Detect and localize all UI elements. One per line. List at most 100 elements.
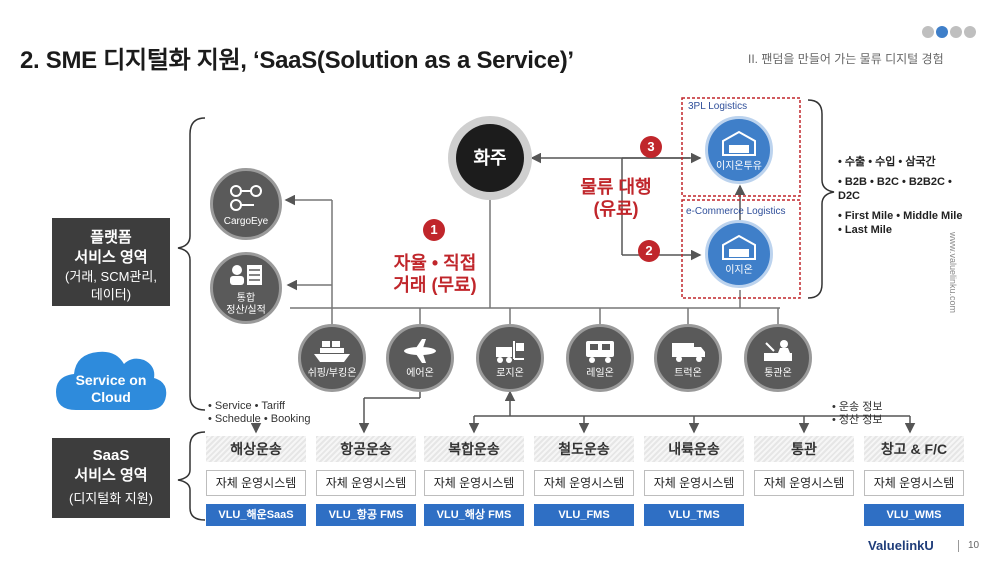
saas-subtitle: 서비스 영역 [74, 467, 148, 484]
service-system: 자체 운영시스템 [206, 470, 306, 496]
indicator-dot-active [936, 26, 948, 38]
settlement-tool[interactable]: 통합 정산/실적 [210, 252, 282, 324]
service-product[interactable]: VLU_해상 FMS [424, 504, 524, 526]
service-system: 자체 운영시스템 [534, 470, 634, 496]
ecommerce-service-node[interactable]: 이지온 [705, 220, 773, 288]
service-name: 통관 [754, 436, 854, 462]
service-system: 자체 운영시스템 [644, 470, 744, 496]
tpl-label: 3PL Logistics [688, 101, 748, 112]
platform-shipping[interactable]: 쉬핑/부킹온 [298, 324, 366, 392]
indicator-dot [922, 26, 934, 38]
page-title: 2. SME 디지털화 지원, ‘SaaS(Solution as a Serv… [20, 47, 574, 74]
platform-air[interactable]: 에어온 [386, 324, 454, 392]
bullet-trade: • 수출 • 수입 • 삼국간 [838, 156, 936, 168]
service-product[interactable]: VLU_해운SaaS [206, 504, 306, 526]
bullet-mile: • First Mile • Middle Mile • Last Mile [838, 210, 963, 236]
cargoeye-tool[interactable]: CargoEye [210, 168, 282, 240]
platform-label: 로지온 [496, 368, 524, 379]
service-product[interactable]: VLU_WMS [864, 504, 964, 526]
platform-label: 트럭온 [674, 368, 702, 379]
page-number: 10 [968, 540, 980, 551]
airplane-icon [404, 339, 436, 363]
service-column: 항공운송 자체 운영시스템 VLU_항공 FMS [316, 436, 416, 526]
service-column: 철도운송 자체 운영시스템 VLU_FMS [534, 436, 634, 526]
customs-icon [764, 340, 792, 361]
indicator-dot [964, 26, 976, 38]
service-name: 내륙운송 [644, 436, 744, 462]
note-service-tariff: • Service • Tariff [208, 400, 285, 412]
platform-label: 통관온 [764, 368, 792, 379]
ship-icon [314, 341, 350, 362]
ecommerce-service-label: 이지온 [725, 265, 753, 276]
service-column: 해상운송 자체 운영시스템 VLU_해운SaaS [206, 436, 306, 526]
train-icon [586, 341, 614, 363]
platform-label: 레일온 [586, 368, 614, 379]
cloud-label-line2: Cloud [91, 389, 131, 405]
link-icon [230, 185, 262, 211]
platform-subtitle: 서비스 영역 [74, 249, 148, 266]
free-trade-line2: 거래 (무료) [393, 275, 477, 295]
note-settlement-info: • 정산 정보 [832, 414, 883, 426]
platform-label: 에어온 [406, 368, 434, 379]
settlement-label-1: 통합 [236, 293, 256, 304]
platform-desc: (거래, SCM관리, [65, 269, 157, 284]
paid-logistics-label: 물류 대행 (유료) [566, 176, 666, 220]
service-column: 내륙운송 자체 운영시스템 VLU_TMS [644, 436, 744, 526]
platform-logistics[interactable]: 로지온 [476, 324, 544, 392]
platform-desc-2: 데이터) [90, 287, 132, 302]
service-product[interactable]: VLU_TMS [644, 504, 744, 526]
free-trade-line1: 자율 • 직접 [393, 253, 477, 273]
free-trade-label: 자율 • 직접 거래 (무료) [380, 252, 490, 296]
service-system: 자체 운영시스템 [424, 470, 524, 496]
service-name: 철도운송 [534, 436, 634, 462]
indicator-dot [950, 26, 962, 38]
platform-rail[interactable]: 레일온 [566, 324, 634, 392]
trade-type-list: • 수출 • 수입 • 삼국간 • B2B • B2C • B2B2C • D2… [838, 155, 968, 243]
service-on-cloud: Service on Cloud [52, 372, 170, 406]
settlement-label-2: 정산/실적 [226, 305, 266, 316]
service-system: 자체 운영시스템 [864, 470, 964, 496]
service-product[interactable]: VLU_FMS [534, 504, 634, 526]
shipper-node: 화주 [448, 116, 532, 200]
platform-truck[interactable]: 트럭온 [654, 324, 722, 392]
service-system: 자체 운영시스템 [754, 470, 854, 496]
ledger-icon [230, 265, 262, 285]
platform-service-panel: 플랫폼 서비스 영역 (거래, SCM관리, 데이터) [52, 218, 170, 306]
saas-desc: (디지털화 지원) [68, 491, 154, 506]
service-column: 복합운송 자체 운영시스템 VLU_해상 FMS [424, 436, 524, 526]
warehouse-icon [722, 234, 756, 260]
tpl-service-label: 이지온투유 [716, 161, 762, 172]
footer-divider [958, 540, 959, 552]
service-name: 해상운송 [206, 436, 306, 462]
note-transport-info: • 운송 정보 [832, 401, 883, 413]
warehouse-icon [722, 130, 756, 156]
service-column: 통관 자체 운영시스템 [754, 436, 854, 496]
badge-3: 3 [640, 136, 662, 158]
paid-line1: 물류 대행 [580, 177, 652, 197]
service-name: 창고 & F/C [864, 436, 964, 462]
badge-2: 2 [638, 240, 660, 262]
shipper-label: 화주 [456, 124, 524, 192]
service-column: 창고 & F/C 자체 운영시스템 VLU_WMS [864, 436, 964, 526]
tpl-service-node[interactable]: 이지온투유 [705, 116, 773, 184]
platform-title: 플랫폼 [90, 229, 132, 246]
service-name: 항공운송 [316, 436, 416, 462]
service-product[interactable]: VLU_항공 FMS [316, 504, 416, 526]
note-schedule-booking: • Schedule • Booking [208, 413, 311, 425]
saas-title: SaaS [92, 447, 130, 464]
platform-customs[interactable]: 통관온 [744, 324, 812, 392]
paid-line2: (유료) [593, 199, 639, 219]
cloud-label-line1: Service on [75, 372, 147, 388]
company-logo: ValuelinkU [868, 538, 934, 553]
forklift-icon [496, 341, 524, 363]
section-subtitle: II. 팬덤을 만들어 가는 물류 디지털 경험 [748, 52, 944, 66]
truck-icon [672, 343, 705, 362]
service-name: 복합운송 [424, 436, 524, 462]
cargoeye-label: CargoEye [223, 216, 269, 227]
saas-service-panel: SaaS 서비스 영역 (디지털화 지원) [52, 438, 170, 518]
cloud-icon [56, 351, 167, 410]
service-system: 자체 운영시스템 [316, 470, 416, 496]
platform-label: 쉬핑/부킹온 [307, 368, 357, 379]
badge-1: 1 [423, 219, 445, 241]
